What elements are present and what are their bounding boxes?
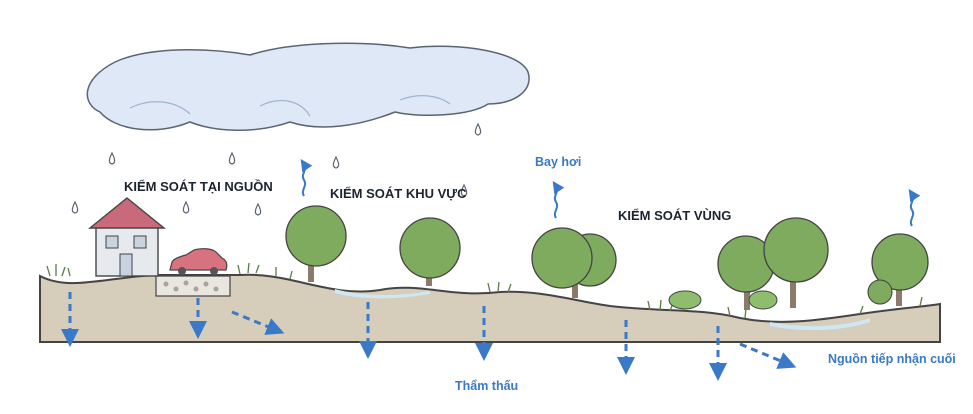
- cloud-shading: [129, 95, 451, 117]
- tree-icon: [867, 233, 929, 306]
- gravel: [163, 280, 219, 292]
- evaporation-arrow-icon: [300, 159, 313, 197]
- water-pool: [335, 289, 430, 299]
- cloud-icon: [86, 42, 530, 131]
- tree-icon: [399, 217, 461, 286]
- rain-drop-icon: [332, 155, 340, 169]
- rain-drop-icon: [474, 122, 482, 136]
- rain-drop-icon: [182, 200, 190, 214]
- label-regional-control: KIỂM SOÁT VÙNG: [618, 208, 732, 223]
- rain-drop-icon: [108, 151, 116, 165]
- house-icon: [88, 197, 166, 277]
- rain-drop-icon: [460, 183, 468, 197]
- tree-icon: [531, 227, 617, 298]
- shrubs: [668, 290, 778, 310]
- tree-icon: [285, 205, 347, 282]
- car-icon: [169, 248, 228, 275]
- label-source-control: KIỂM SOÁT TẠI NGUỒN: [124, 179, 273, 194]
- label-evaporation: Bay hơi: [535, 155, 582, 169]
- rain-drop-icon: [254, 202, 262, 216]
- infiltration-arrows: [61, 292, 797, 381]
- evaporation-arrow-icon: [552, 181, 565, 219]
- evaporation-arrows: [300, 159, 921, 227]
- rain-drop-icon: [71, 200, 79, 214]
- label-receiving-water: Nguồn tiếp nhận cuối: [828, 352, 956, 366]
- water-pool: [770, 318, 870, 331]
- evaporation-arrow-icon: [908, 189, 921, 227]
- rain-drop-icon: [228, 151, 236, 165]
- rain-drops: [71, 122, 482, 216]
- label-site-control: KIỂM SOÁT KHU VỰC: [330, 186, 467, 201]
- infiltration-arrow-icon: [231, 310, 285, 335]
- tree-icon: [763, 217, 829, 308]
- label-infiltration: Thẩm thấu: [455, 379, 519, 393]
- infiltration-arrow-icon: [739, 342, 797, 369]
